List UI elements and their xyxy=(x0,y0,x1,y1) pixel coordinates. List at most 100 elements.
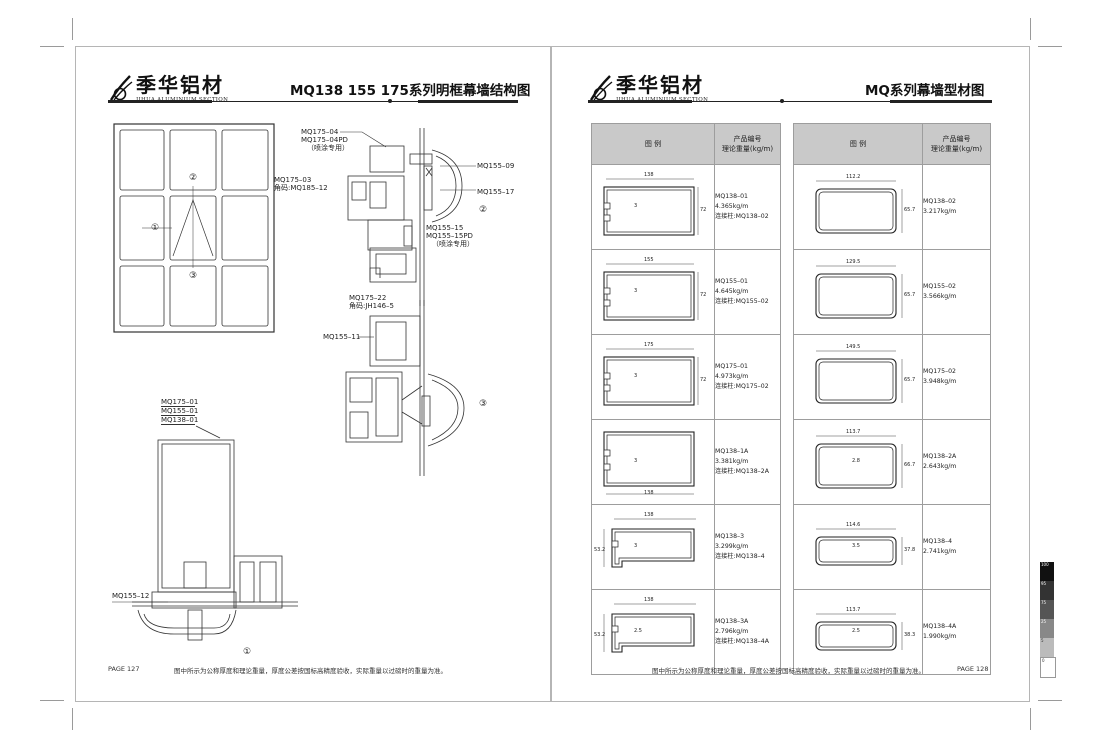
marker-section-upper: ② xyxy=(479,205,488,215)
profile-weight: 2.741kg/m xyxy=(923,548,957,555)
left-page-number: PAGE 127 xyxy=(108,665,140,673)
jihua-logo-icon xyxy=(589,75,613,101)
profile-weight: 3.299kg/m xyxy=(715,543,749,550)
callout-line: MQ175–04 xyxy=(301,128,339,136)
color-swatch: 0 xyxy=(1040,657,1056,678)
dim-thickness-label: 3 xyxy=(634,288,638,294)
dim-thickness-label: 3 xyxy=(634,373,638,379)
right-page-number: PAGE 128 xyxy=(957,665,989,673)
profile-code: MQ175–02 xyxy=(923,368,956,375)
profile-drawing-cell: 113.7 2.5 38.3 xyxy=(793,589,923,675)
callout-line: MQ138–01 xyxy=(161,416,199,425)
elevation-drawing xyxy=(113,123,275,333)
dim-thickness-label: 2.5 xyxy=(852,628,860,634)
callout-line: MQ155–15 xyxy=(426,224,464,232)
callout-mq155-09: MQ155–09 xyxy=(477,162,515,170)
dim-height-label: 38.3 xyxy=(904,632,916,638)
brand-name-cn: 季华铝材 xyxy=(136,73,224,97)
profile-section-drawing xyxy=(603,263,699,321)
dim-height-label: 65.7 xyxy=(904,292,916,298)
profile-section-drawing xyxy=(815,613,903,651)
header-rule xyxy=(692,101,992,102)
profile-weight: 3.217kg/m xyxy=(923,208,957,215)
profile-code: MQ155–01 xyxy=(715,278,748,285)
profile-code: MQ138–02 xyxy=(923,198,956,205)
dim-width-label: 149.5 xyxy=(846,344,861,350)
dim-thickness-label: 3 xyxy=(634,203,638,209)
brand-name-cn: 季华铝材 xyxy=(616,73,704,97)
profile-section-drawing xyxy=(815,435,903,489)
brand-logo: 季华铝材 JIHUA ALUMINIUM SECTION xyxy=(588,74,708,103)
crop-mark xyxy=(1038,700,1062,701)
header-rule xyxy=(588,100,692,103)
profile-section-drawing xyxy=(815,528,903,566)
profile-connector: 连接柱:MQ155–02 xyxy=(715,298,769,305)
profile-section-drawing xyxy=(603,603,696,653)
dim-width-label: 113.7 xyxy=(846,429,861,435)
dim-width-label: 113.7 xyxy=(846,607,861,613)
profile-weight: 3.566kg/m xyxy=(923,293,957,300)
leader-line xyxy=(112,601,168,603)
col-header-code-line: 产品编号 xyxy=(942,135,971,143)
crop-mark xyxy=(1030,708,1031,730)
profile-weight: 2.796kg/m xyxy=(715,628,749,635)
profile-connector: 连接柱:MQ138–02 xyxy=(715,213,769,220)
dim-height-label: 65.7 xyxy=(904,207,916,213)
profile-section-drawing xyxy=(815,350,903,404)
dim-width-label: 138 xyxy=(644,597,654,603)
callout-mq175-03: MQ175–03 角码:MQ185–12 xyxy=(274,176,328,192)
profile-code: MQ138–1A xyxy=(715,448,749,455)
header-dot xyxy=(388,99,392,103)
jihua-logo-icon xyxy=(109,75,133,101)
profile-info-cell: MQ138–02 3.217kg/m xyxy=(922,164,991,250)
callout-mq175-04: MQ175–04 MQ175–04PD （喷涂专用） xyxy=(301,128,349,152)
col-header-code-line: 理论重量(kg/m) xyxy=(721,145,774,153)
callout-line: MQ155–15PD xyxy=(426,232,473,240)
col-header-legend: 图 例 xyxy=(591,123,715,165)
callout-line: MQ175–04PD xyxy=(301,136,348,144)
crop-mark xyxy=(40,46,64,47)
profile-section-drawing xyxy=(603,431,695,495)
callout-line: MQ175–01 xyxy=(161,398,199,407)
dim-thickness-label: 3 xyxy=(634,458,638,464)
marker-2: ② xyxy=(189,173,198,183)
header-rule xyxy=(418,100,518,103)
col-header-legend: 图 例 xyxy=(793,123,923,165)
profile-code: MQ138–3A xyxy=(715,618,749,625)
profile-section-drawing xyxy=(815,180,903,234)
right-page-title: MQ系列幕墙型材图 xyxy=(865,83,985,99)
color-swatch: 5 xyxy=(1040,638,1054,657)
dim-width-label: 155 xyxy=(644,257,654,263)
dim-width-label: 112.2 xyxy=(846,174,861,180)
callout-line: 角码:MQ185–12 xyxy=(274,184,328,192)
profile-code: MQ138–01 xyxy=(715,193,748,200)
crop-mark xyxy=(72,708,73,730)
dim-thickness-label: 2.5 xyxy=(634,628,642,634)
profile-code: MQ138–3 xyxy=(715,533,745,540)
header-rule xyxy=(108,100,212,103)
callout-line: MQ175–22 xyxy=(349,294,387,302)
callout-line: （喷涂专用） xyxy=(432,240,474,248)
callout-line: 角码:JH146–5 xyxy=(349,302,395,310)
profile-drawing-cell: 112.2 65.7 xyxy=(793,164,923,250)
profile-weight: 3.381kg/m xyxy=(715,458,749,465)
marker-3: ③ xyxy=(189,271,198,281)
dim-width-label: 129.5 xyxy=(846,259,861,265)
